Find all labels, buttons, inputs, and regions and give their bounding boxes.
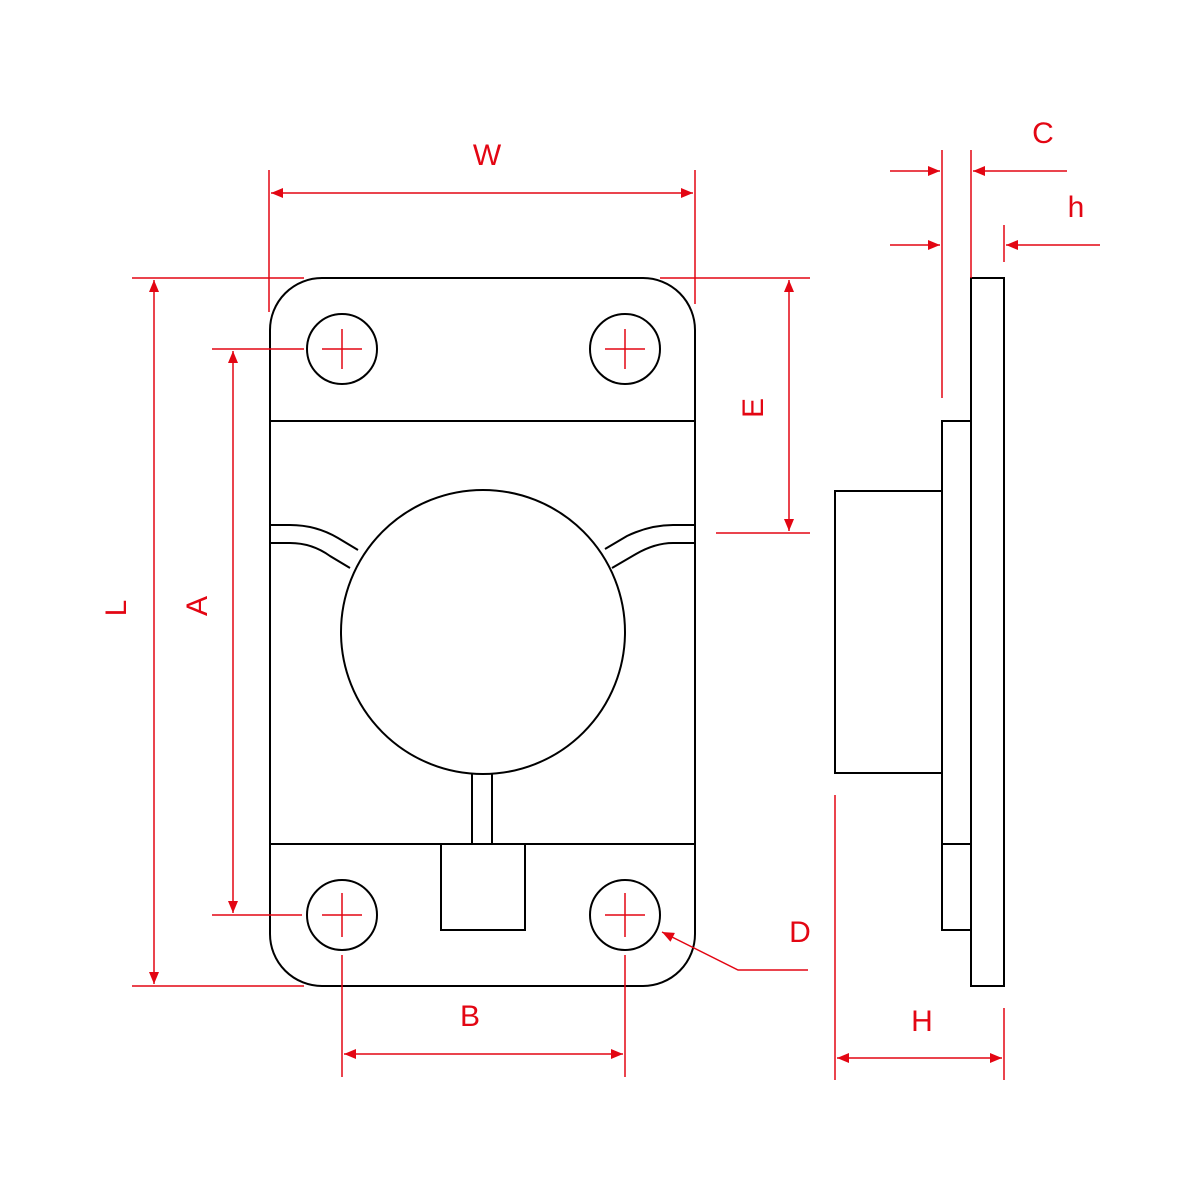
- dimension-h-small: h: [890, 191, 1100, 262]
- label-h: H: [911, 1005, 933, 1038]
- screw-hole-bottom-right: [589, 879, 661, 951]
- dimension-d: D: [661, 916, 811, 971]
- label-w: W: [473, 139, 502, 172]
- label-c: C: [1032, 117, 1054, 150]
- side-view: [834, 277, 1005, 987]
- lock-body: [269, 420, 696, 845]
- label-b: B: [460, 1000, 480, 1033]
- side-plate: [970, 277, 1005, 987]
- right-rib-groove: [604, 524, 695, 550]
- dimension-l: L: [100, 277, 304, 987]
- dimension-b: B: [341, 955, 626, 1077]
- knob-circle: [340, 489, 626, 775]
- screw-hole-bottom-left: [306, 879, 378, 951]
- dimension-h: H: [834, 795, 1005, 1080]
- label-a: A: [181, 596, 214, 616]
- label-h-small: h: [1068, 191, 1085, 224]
- label-e: E: [737, 398, 770, 418]
- dimension-c: C: [890, 117, 1067, 398]
- left-rib-groove: [270, 524, 359, 551]
- side-knob: [834, 490, 943, 774]
- front-view: [269, 277, 696, 987]
- side-body: [941, 420, 972, 931]
- left-rib-groove-inner: [270, 542, 351, 569]
- screw-hole-top-left: [306, 313, 378, 385]
- dimension-e: E: [660, 277, 810, 534]
- dimensions: W L A B E: [100, 117, 1100, 1080]
- dimension-a: A: [181, 348, 304, 916]
- label-l: L: [100, 600, 133, 617]
- right-rib-groove-inner: [611, 542, 695, 569]
- latch-bolt: [440, 843, 526, 931]
- center-marks: [322, 329, 645, 937]
- label-d: D: [789, 916, 811, 949]
- dimension-w: W: [268, 139, 696, 312]
- screw-hole-top-right: [589, 313, 661, 385]
